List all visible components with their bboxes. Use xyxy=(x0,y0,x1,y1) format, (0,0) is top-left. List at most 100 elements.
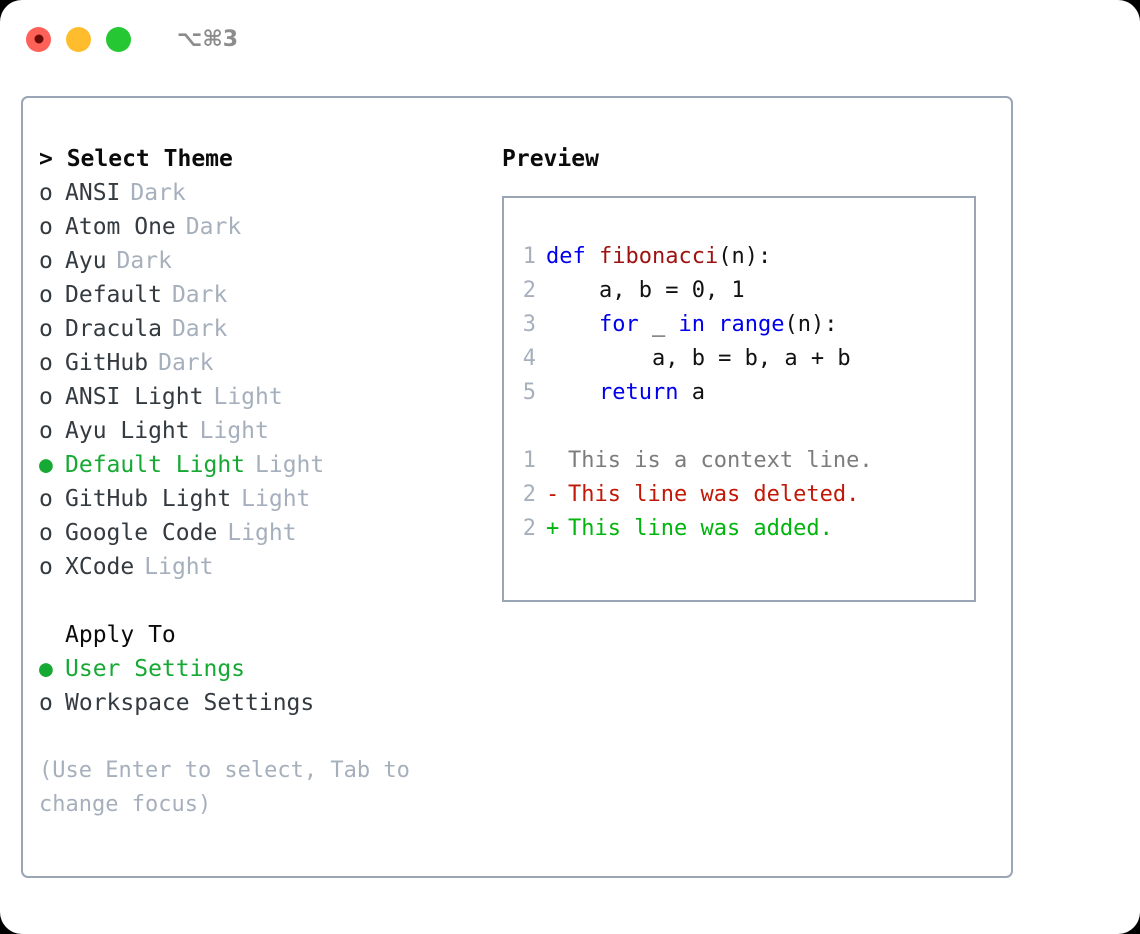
code-token: (n): xyxy=(784,312,838,337)
theme-option-label: Dracula xyxy=(65,316,162,342)
code-line: 4 a, b = b, a + b xyxy=(520,342,974,376)
radio-unselected-icon: o xyxy=(39,180,53,206)
theme-mode-tag: Dark xyxy=(171,316,228,342)
diff-line-ctx: 1 This is a context line. xyxy=(520,444,974,478)
line-number: 5 xyxy=(522,380,536,405)
maximize-button[interactable] xyxy=(106,26,131,52)
code-line: 2 a, b = 0, 1 xyxy=(520,274,974,308)
apply-to-header: Apply To xyxy=(65,622,176,648)
radio-unselected-icon: o xyxy=(39,384,53,410)
code-line: 3 for _ in range(n): xyxy=(520,308,974,342)
keyboard-hint: (Use Enter to select, Tab to change focu… xyxy=(39,758,410,817)
line-number: 1 xyxy=(522,244,536,269)
close-button[interactable] xyxy=(26,26,51,52)
radio-unselected-icon: o xyxy=(39,520,53,546)
theme-mode-tag: Light xyxy=(255,452,325,478)
radio-unselected-icon: o xyxy=(39,248,53,274)
keyboard-shortcut-label: ⌥⌘3 xyxy=(177,26,239,52)
code-token xyxy=(546,312,599,337)
code-line: 5 return a xyxy=(520,376,974,410)
theme-mode-tag: Dark xyxy=(158,350,214,376)
line-number: 3 xyxy=(522,312,536,337)
code-token: a, b = 0, 1 xyxy=(546,278,745,303)
code-token: return xyxy=(598,380,679,405)
diff-sign xyxy=(546,444,568,478)
theme-mode-tag: Light xyxy=(144,554,214,580)
radio-unselected-icon: o xyxy=(39,554,53,580)
theme-mode-tag: Light xyxy=(213,384,283,410)
theme-option-label: Atom One xyxy=(65,214,176,240)
radio-unselected-icon: o xyxy=(39,486,53,512)
radio-unselected-icon: o xyxy=(39,350,53,376)
theme-option-ansi-light[interactable]: o ANSI Light Light xyxy=(39,380,499,414)
line-number: 4 xyxy=(522,346,536,371)
theme-option-label: Ayu xyxy=(65,248,107,274)
radio-selected-icon: ● xyxy=(39,452,53,478)
apply-to-option-label: User Settings xyxy=(65,656,246,682)
minimize-button[interactable] xyxy=(66,26,91,52)
theme-option-default-light[interactable]: ● Default Light Light xyxy=(39,448,499,482)
theme-mode-tag: Dark xyxy=(116,248,172,274)
diff-line-add: 2 + This line was added. xyxy=(520,512,974,546)
code-token: fibonacci xyxy=(598,244,719,269)
theme-mode-tag: Dark xyxy=(130,180,186,206)
code-token: (n): xyxy=(718,244,772,269)
line-number: 2 xyxy=(522,516,536,541)
theme-option-github[interactable]: o GitHub Dark xyxy=(39,346,499,380)
radio-unselected-icon: o xyxy=(39,418,53,444)
code-line: 1 def fibonacci(n): xyxy=(520,240,974,274)
theme-mode-tag: Dark xyxy=(171,282,228,308)
code-token: a xyxy=(678,380,705,405)
diff-sign: + xyxy=(546,516,560,541)
theme-option-github-light[interactable]: o GitHub Light Light xyxy=(39,482,499,516)
code-token: range xyxy=(718,312,785,337)
select-theme-header: > Select Theme xyxy=(39,146,233,172)
diff-spacer xyxy=(520,410,974,444)
code-token: in xyxy=(678,312,705,337)
code-token xyxy=(705,312,718,337)
theme-option-label: GitHub Light xyxy=(65,486,232,512)
theme-option-label: GitHub xyxy=(65,350,149,376)
line-number: 2 xyxy=(522,278,536,303)
theme-option-atom-one[interactable]: o Atom One Dark xyxy=(39,210,499,244)
theme-option-label: Default Light xyxy=(65,452,246,478)
theme-option-dracula[interactable]: o Dracula Dark xyxy=(39,312,499,346)
diff-sample: 1 This is a context line.2-This line was… xyxy=(520,444,974,546)
theme-option-label: ANSI Light xyxy=(65,384,204,410)
line-number: 2 xyxy=(522,482,536,507)
theme-option-label: Ayu Light xyxy=(65,418,190,444)
radio-unselected-icon: o xyxy=(39,282,53,308)
radio-unselected-icon: o xyxy=(39,690,53,716)
code-token xyxy=(546,380,599,405)
theme-mode-tag: Light xyxy=(241,486,311,512)
list-spacer xyxy=(39,584,499,618)
theme-mode-tag: Dark xyxy=(185,214,242,240)
preview-header: Preview xyxy=(502,146,599,172)
diff-text: This line was added. xyxy=(568,516,833,541)
theme-option-xcode[interactable]: o XCode Light xyxy=(39,550,499,584)
code-token: _ xyxy=(638,312,679,337)
radio-unselected-icon: o xyxy=(39,214,53,240)
diff-sign: - xyxy=(546,482,560,507)
theme-option-label: XCode xyxy=(65,554,135,580)
theme-mode-tag: Light xyxy=(227,520,297,546)
code-token: def xyxy=(546,244,599,269)
radio-selected-icon: ● xyxy=(39,656,53,682)
apply-to-option-user-settings[interactable]: ● User Settings xyxy=(39,652,499,686)
diff-line-del: 2-This line was deleted. xyxy=(520,478,974,512)
theme-option-ayu[interactable]: o Ayu Dark xyxy=(39,244,499,278)
line-number: 1 xyxy=(522,448,536,473)
radio-unselected-icon: o xyxy=(39,316,53,342)
